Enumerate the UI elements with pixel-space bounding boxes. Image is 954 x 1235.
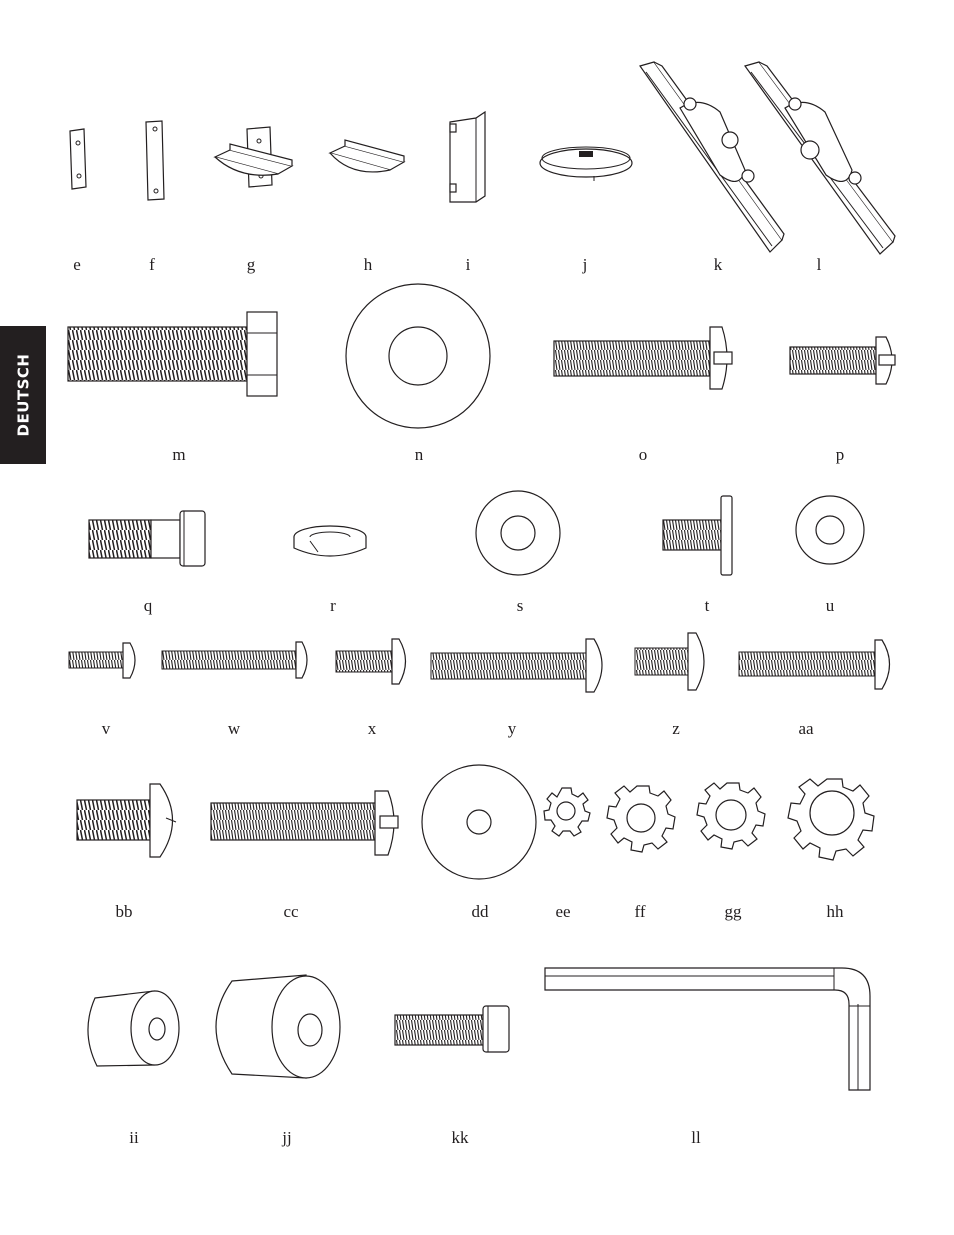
part-v-machine-screw	[68, 642, 136, 679]
part-label-j: j	[582, 255, 588, 274]
part-ii-small-spacer	[87, 990, 180, 1067]
part-label-kk: kk	[451, 1128, 469, 1147]
part-m-hex-bolt	[67, 311, 278, 397]
part-i-spacer-block	[449, 110, 486, 203]
part-aa-machine-screw	[738, 639, 891, 690]
part-ff-star-washer	[606, 785, 676, 853]
part-n-large-washer	[345, 283, 491, 429]
part-label-o: o	[638, 445, 648, 464]
part-hh-star-washer	[787, 778, 875, 861]
part-j-oval-cover	[539, 146, 633, 181]
part-x-machine-screw	[335, 638, 407, 685]
part-w-machine-screw	[161, 641, 308, 679]
part-g-bracket	[213, 126, 294, 188]
part-label-hh: hh	[826, 902, 844, 921]
part-label-u: u	[825, 596, 835, 615]
part-e-small-plate	[69, 128, 87, 190]
part-gg-star-washer	[696, 782, 766, 850]
part-label-h: h	[363, 255, 373, 274]
part-label-k: k	[713, 255, 723, 274]
part-label-w: w	[227, 719, 241, 738]
part-p-slotted-screw	[789, 336, 896, 385]
part-label-cc: cc	[283, 902, 299, 921]
part-label-jj: jj	[282, 1128, 292, 1147]
part-q-shoulder-bolt	[88, 510, 206, 567]
part-label-f: f	[149, 255, 155, 274]
part-kk-socket-cap-screw	[394, 1005, 510, 1053]
part-bb-pan-head-screw	[76, 783, 177, 858]
part-label-n: n	[414, 445, 424, 464]
part-label-p: p	[835, 445, 845, 464]
part-z-machine-screw	[634, 632, 705, 691]
part-f-long-plate	[145, 120, 165, 201]
part-label-y: y	[507, 719, 517, 738]
part-ee-star-washer	[543, 787, 591, 837]
part-ll-hex-key	[544, 967, 871, 1091]
part-label-e: e	[73, 255, 81, 274]
part-label-r: r	[330, 596, 336, 615]
part-label-z: z	[672, 719, 680, 738]
part-label-g: g	[246, 255, 256, 274]
part-dd-washer	[421, 764, 537, 880]
part-label-dd: dd	[471, 902, 489, 921]
part-label-q: q	[143, 596, 153, 615]
part-label-bb: bb	[115, 902, 133, 921]
part-label-m: m	[172, 445, 186, 464]
part-label-t: t	[704, 596, 710, 615]
part-cc-slotted-screw	[210, 790, 399, 856]
part-t-flange-screw	[662, 495, 733, 576]
part-h-bracket	[328, 139, 406, 173]
part-label-l: l	[816, 255, 822, 274]
part-label-gg: gg	[724, 902, 742, 921]
part-label-ee: ee	[555, 902, 571, 921]
part-jj-large-spacer	[215, 974, 341, 1079]
part-label-aa: aa	[798, 719, 814, 738]
part-u-washer	[795, 495, 865, 565]
part-y-machine-screw	[430, 638, 603, 693]
part-label-x: x	[367, 719, 377, 738]
part-r-lock-washer	[293, 525, 367, 557]
part-label-i: i	[465, 255, 471, 274]
part-label-v: v	[101, 719, 111, 738]
language-tab: DEUTSCH	[0, 326, 46, 464]
part-label-ll: ll	[691, 1128, 701, 1147]
part-label-s: s	[516, 596, 524, 615]
part-label-ii: ii	[129, 1128, 139, 1147]
part-label-ff: ff	[634, 902, 646, 921]
part-o-slotted-screw	[553, 326, 733, 390]
part-s-washer	[475, 490, 561, 576]
part-l-mounting-arm	[744, 61, 896, 255]
part-k-mounting-arm	[639, 61, 785, 253]
